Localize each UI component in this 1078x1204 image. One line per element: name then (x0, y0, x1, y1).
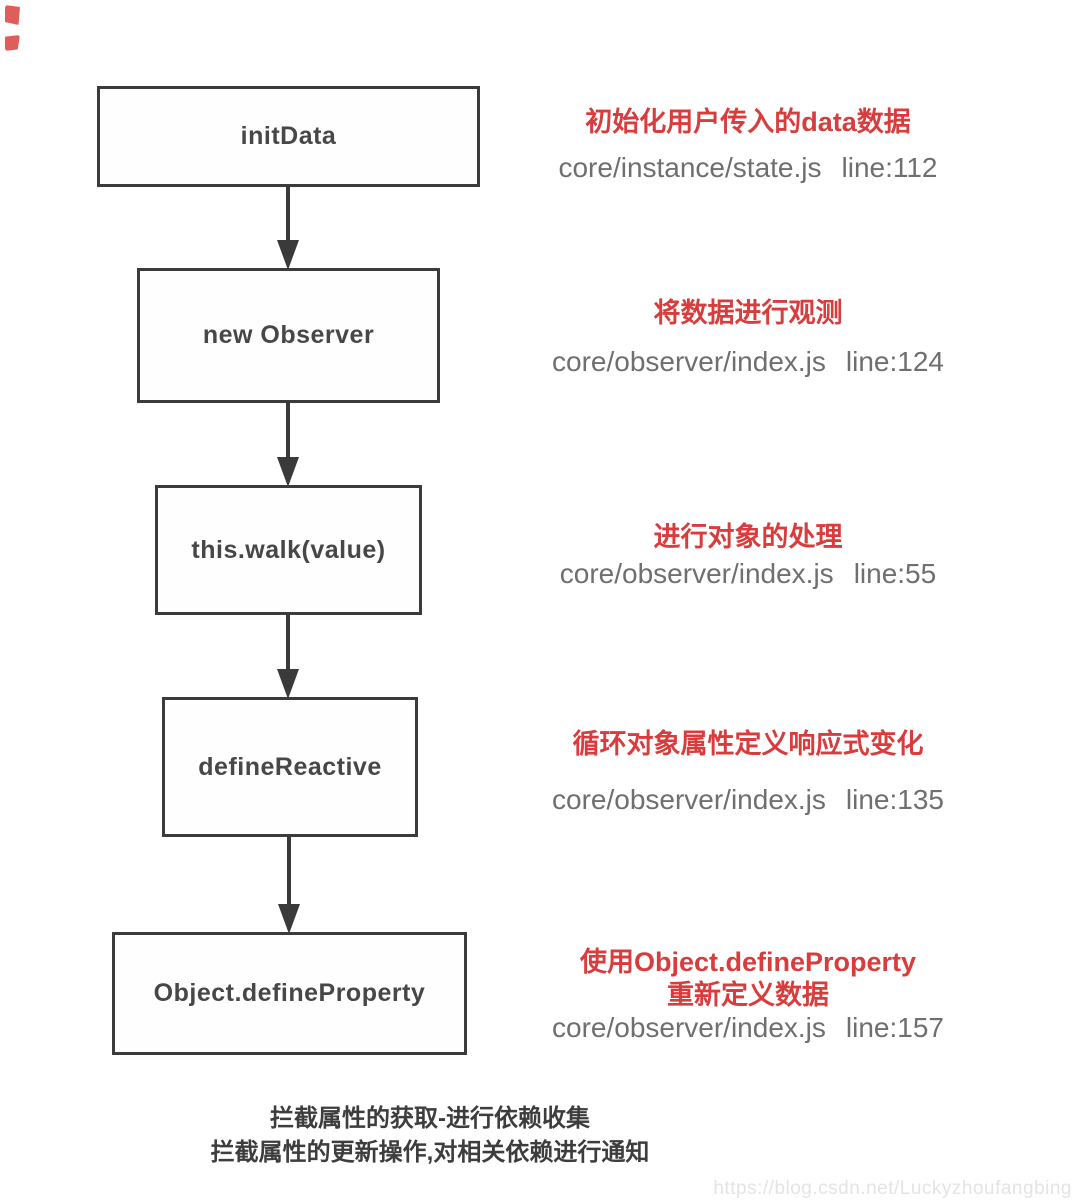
annotation-note: 循环对象属性定义响应式变化 (572, 729, 924, 759)
flow-node-label: Object.defineProperty (153, 979, 426, 1007)
annotation-note: 进行对象的处理 (653, 522, 843, 552)
footer-line1: 拦截属性的获取-进行依赖收集 (270, 1105, 590, 1132)
annotation-source: core/instance/state.js line:112 (508, 152, 988, 184)
source-path: core/observer/index.js (559, 558, 834, 589)
source-path: core/instance/state.js (558, 152, 822, 183)
flow-node-this-walk: this.walk(value) (155, 485, 422, 615)
arrow-down-icon (278, 836, 300, 934)
arrow-down-icon (277, 402, 299, 487)
flow-node-initdata: initData (97, 86, 480, 187)
flow-node-new-observer: new Observer (137, 268, 440, 403)
source-path: core/observer/index.js (552, 1012, 826, 1043)
watermark-url: https://blog.csdn.net/Luckyzhoufangbing (713, 1178, 1072, 1199)
source-path: core/observer/index.js (552, 784, 826, 815)
source-line: line:112 (841, 152, 938, 183)
flow-node-label: initData (240, 122, 337, 150)
flow-node-label: this.walk(value) (191, 535, 386, 564)
flow-node-label: defineReactive (198, 752, 382, 781)
source-line: line:124 (845, 346, 944, 377)
flow-node-label: new Observer (202, 321, 375, 349)
source-line: line:55 (853, 558, 937, 589)
footer-line2: 拦截属性的更新操作,对相关依赖进行通知 (210, 1139, 650, 1166)
annotation-source: core/observer/index.js line:157 (508, 1012, 988, 1044)
source-path: core/observer/index.js (552, 346, 826, 377)
annotation-source: core/observer/index.js line:124 (508, 346, 988, 378)
arrow-down-icon (277, 187, 299, 270)
annotation-note: 将数据进行观测 (653, 298, 843, 328)
annotation-note-line1: 使用Object.defineProperty (579, 947, 917, 977)
footer-summary: 拦截属性的获取-进行依赖收集 拦截属性的更新操作,对相关依赖进行通知 (130, 1102, 730, 1170)
annotation-note-line2: 重新定义数据 (667, 980, 829, 1010)
source-line: line:135 (845, 784, 944, 815)
corner-red-artifact-icon (5, 5, 20, 25)
arrow-down-icon (277, 614, 299, 699)
corner-red-artifact-icon (5, 35, 20, 51)
flow-node-definereactive: defineReactive (162, 697, 418, 837)
source-line: line:157 (845, 1012, 944, 1043)
annotation-source: core/observer/index.js line:55 (508, 558, 988, 590)
annotation-note: 使用Object.defineProperty 重新定义数据 (528, 946, 968, 1012)
flow-node-object-defineproperty: Object.defineProperty (112, 932, 467, 1055)
annotation-note: 初始化用户传入的data数据 (585, 107, 911, 137)
annotation-source: core/observer/index.js line:135 (508, 784, 988, 816)
